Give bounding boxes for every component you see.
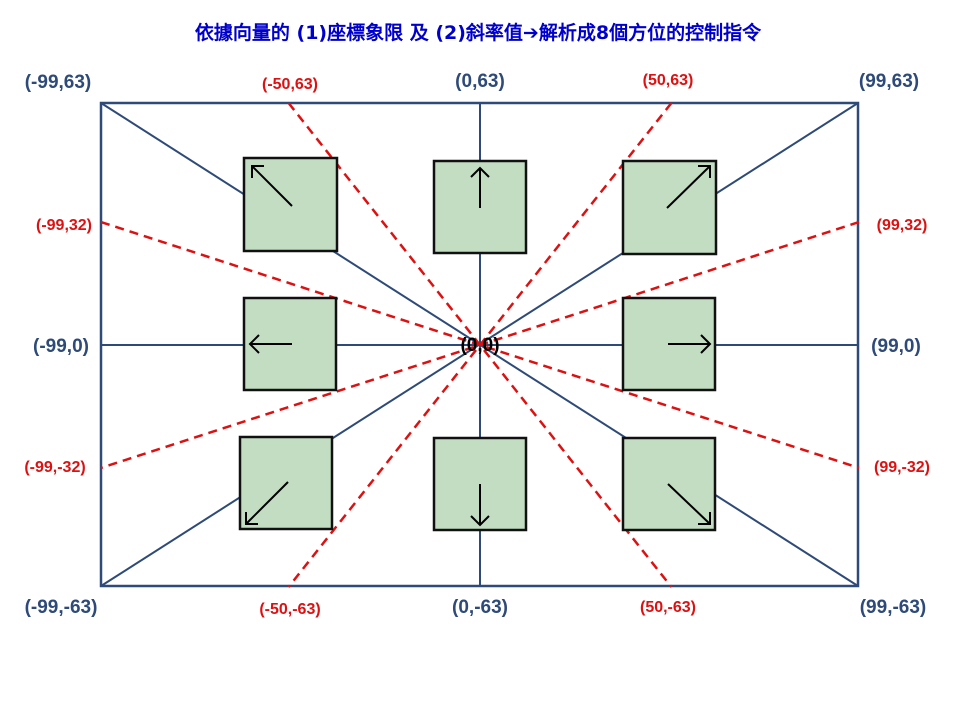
arrow-down-left-icon [245,481,289,525]
box-down-right[interactable] [621,436,717,532]
box-up-right[interactable] [621,159,718,256]
origin-label: (0,0) [460,335,499,356]
label-top-left: (-99,63) [25,72,92,93]
box-up-left[interactable] [242,156,339,253]
label-mid-right: (99,0) [871,336,921,357]
arrow-up-icon [470,166,490,208]
slope-label-lower-left: (-99,-32) [24,459,85,476]
slope-label-top-right: (50,63) [643,72,694,89]
arrow-left-icon [248,334,292,354]
slope-label-lower-right: (99,-32) [874,459,930,476]
arrow-down-icon [470,484,490,527]
box-down-left[interactable] [238,435,334,531]
page-title: 依據向量的 (1)座標象限 及 (2)斜率值➔解析成8個方位的控制指令 [195,21,762,44]
slope-label-bottom-right: (50,-63) [640,599,696,616]
box-left[interactable] [242,296,338,392]
box-up[interactable] [432,159,528,255]
label-bottom-left: (-99,-63) [25,597,98,618]
slope-label-upper-right: (99,32) [877,217,928,234]
label-top-right: (99,63) [859,71,919,92]
slope-boundary-line [100,220,860,470]
arrow-down-right-icon [667,483,711,525]
label-bottom-right: (99,-63) [860,597,927,618]
slope-labels: (-50,63) (50,63) (-99,32) (99,32) (-99,-… [24,72,930,618]
label-bottom-mid: (0,-63) [452,597,508,618]
direction-boxes [238,156,718,532]
slope-label-top-left: (-50,63) [262,76,318,93]
label-mid-left: (-99,0) [33,336,89,357]
arrow-right-icon [668,334,712,354]
slope-boundaries [100,102,860,588]
slope-label-upper-left: (-99,32) [36,217,92,234]
arrow-up-left-icon [251,165,293,207]
box-down[interactable] [432,436,528,532]
slope-label-bottom-left: (-50,-63) [259,601,320,618]
box-right[interactable] [621,296,717,392]
corner-labels: (-99,63) (0,63) (99,63) (-99,0) (99,0) (… [25,71,927,618]
arrow-up-right-icon [666,165,711,209]
label-top-mid: (0,63) [455,71,505,92]
